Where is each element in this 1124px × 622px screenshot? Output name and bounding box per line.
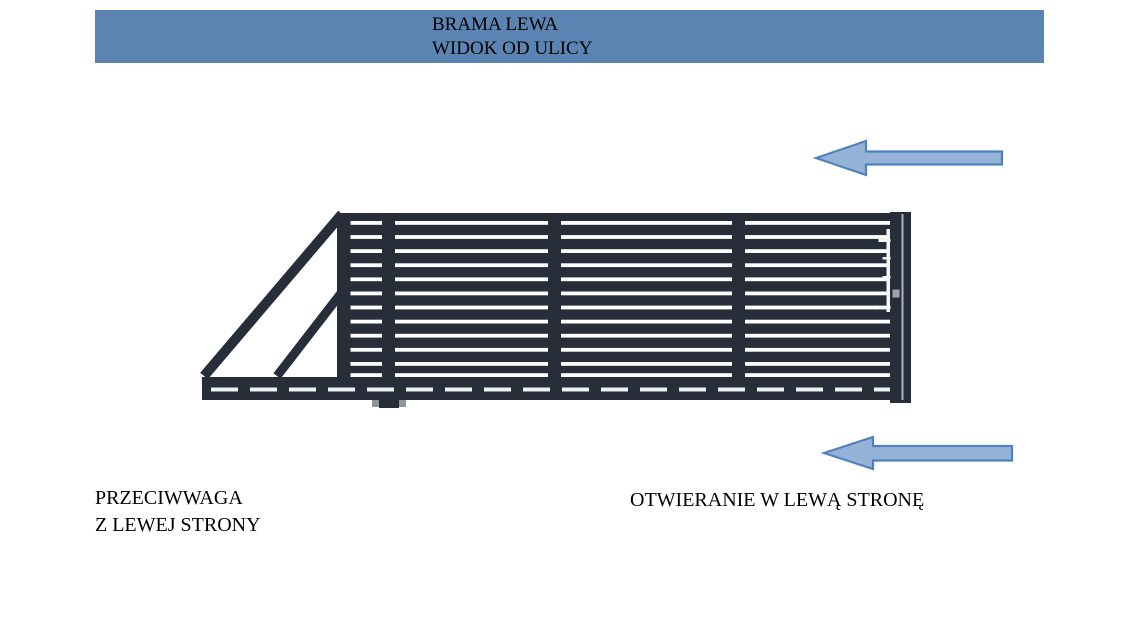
left-block-arrow-top-icon	[812, 139, 1004, 177]
guide-tab	[379, 398, 399, 408]
counterweight-brace	[273, 289, 346, 379]
counterweight-label: PRZECIWWAGA Z LEWEJ STRONY	[95, 485, 261, 539]
title-line2: WIDOK OD ULICY	[432, 38, 593, 59]
mullion-3	[732, 213, 745, 377]
slat-gaps	[350, 221, 890, 377]
mullion-2	[548, 213, 561, 377]
end-post-seam	[901, 214, 904, 400]
counterweight-label-line1: PRZECIWWAGA	[95, 487, 243, 509]
opening-direction-label: OTWIERANIE W LEWĄ STRONĘ	[630, 489, 925, 511]
counterweight-hypotenuse	[200, 210, 346, 380]
page-title: BRAMA LEWA WIDOK OD ULICY	[432, 13, 592, 61]
lock-icon	[892, 289, 900, 298]
title-line1: BRAMA LEWA	[432, 14, 559, 35]
bottom-rail	[202, 377, 911, 400]
counterweight-label-line2: Z LEWEJ STRONY	[95, 514, 261, 536]
mullion-1	[382, 213, 395, 377]
handle	[878, 229, 900, 312]
title-bar: BRAMA LEWA WIDOK OD ULICY	[95, 10, 1044, 63]
end-post	[890, 212, 911, 403]
left-block-arrow-bottom-icon	[820, 435, 1014, 471]
left-stile	[337, 213, 350, 377]
